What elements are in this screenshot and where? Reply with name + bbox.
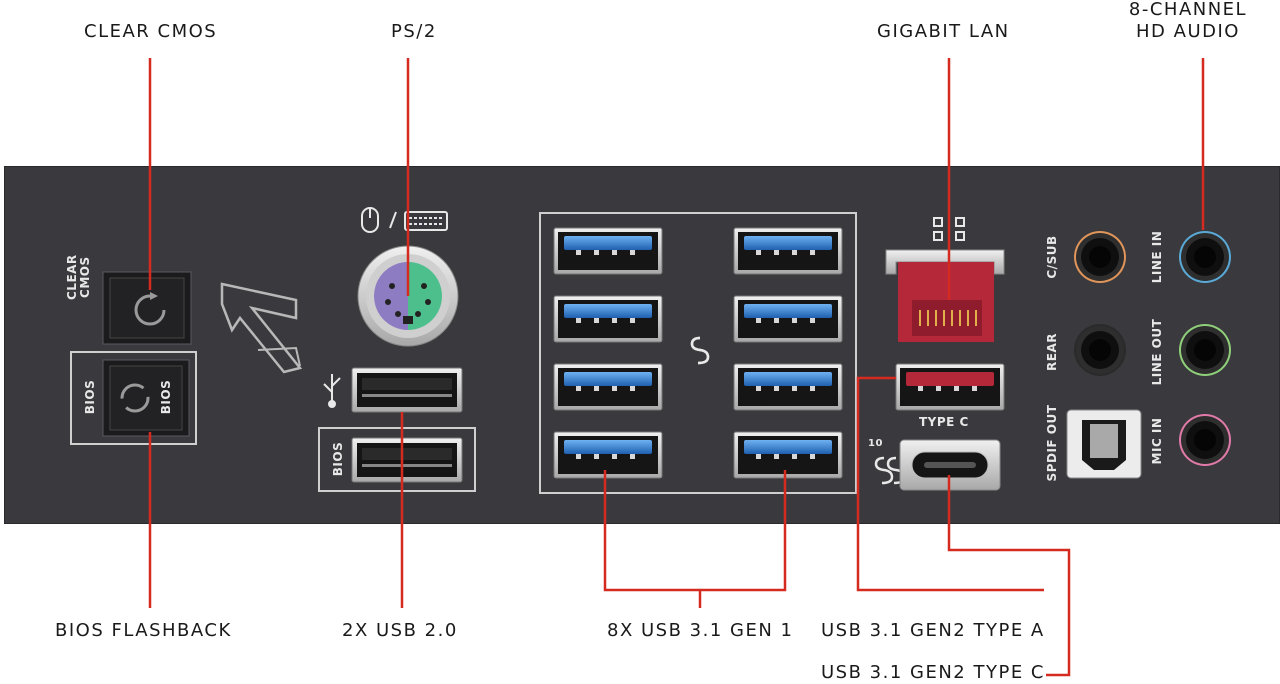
line-in-label: LINE IN (1150, 230, 1164, 284)
bios-frame-label: BIOS (83, 379, 97, 415)
clear-cmos-label-line2: CMOS (78, 256, 92, 298)
usb31-gen1-port-6[interactable] (733, 363, 843, 411)
clear-cmos-callout: CLEAR CMOS (84, 21, 218, 42)
usb31-gen2-type-a-callout: USB 3.1 GEN2 TYPE A (821, 620, 1045, 641)
spdif-out-label: SPDIF OUT (1045, 404, 1059, 482)
line-in-jack[interactable] (1179, 231, 1231, 283)
mic-in-jack[interactable] (1179, 414, 1231, 466)
usb31-gen2-type-a-port[interactable] (895, 363, 1005, 411)
callout-lines (148, 58, 1205, 677)
hd-audio-callout: 8-CHANNEL HD AUDIO (1128, 0, 1248, 43)
clear-cmos-label: CLEAR CMOS (65, 254, 92, 300)
line-out-jack[interactable] (1179, 324, 1231, 376)
bios-usb-label: BIOS (331, 441, 345, 477)
c-sub-jack[interactable] (1074, 231, 1126, 283)
usb31-gen1-port-4[interactable] (733, 295, 843, 343)
lan-icon (933, 217, 965, 241)
usb20-port-top[interactable] (351, 367, 463, 413)
rog-logo (220, 282, 303, 374)
spdif-out-port[interactable] (1066, 409, 1142, 479)
bios-flashback-button[interactable] (102, 359, 190, 437)
gigabit-lan-callout: GIGABIT LAN (877, 21, 1010, 42)
ps2-callout: PS/2 (391, 21, 437, 42)
usb20-callout: 2X USB 2.0 (342, 620, 458, 641)
usb31-gen2-type-c-port[interactable] (899, 439, 1001, 491)
line-out-label: LINE OUT (1150, 318, 1164, 386)
usb31-gen2-type-c-callout: USB 3.1 GEN2 TYPE C (821, 662, 1045, 683)
clear-cmos-button[interactable] (102, 271, 192, 345)
mic-in-label: MIC IN (1150, 417, 1164, 465)
ss10-superscript: 10 (868, 438, 883, 449)
hd-audio-callout-line2: HD AUDIO (1136, 21, 1240, 42)
usb20-port-bios[interactable] (351, 437, 463, 483)
hd-audio-callout-line1: 8-CHANNEL (1128, 0, 1248, 20)
rear-label: REAR (1045, 333, 1059, 371)
usb31-gen1-port-2[interactable] (733, 227, 843, 275)
usb31-gen1-port-3[interactable] (553, 295, 663, 343)
type-c-label: TYPE C (919, 415, 969, 429)
usb31-gen1-port-1[interactable] (553, 227, 663, 275)
usb31-gen1-callout: 8X USB 3.1 GEN 1 (607, 620, 794, 641)
gigabit-lan-port[interactable] (885, 249, 1005, 342)
c-sub-label: C/SUB (1045, 235, 1059, 279)
usb31-gen1-port-5[interactable] (553, 363, 663, 411)
bios-button-label: BIOS (159, 379, 173, 415)
usb31-gen1-port-8[interactable] (733, 431, 843, 479)
usb-icon (323, 374, 341, 408)
rear-jack[interactable] (1074, 324, 1126, 376)
mouse-keyboard-icon (361, 207, 448, 233)
bios-flashback-callout: BIOS FLASHBACK (55, 620, 232, 641)
usb31-gen1-port-7[interactable] (553, 431, 663, 479)
superspeed-icon (690, 336, 710, 365)
